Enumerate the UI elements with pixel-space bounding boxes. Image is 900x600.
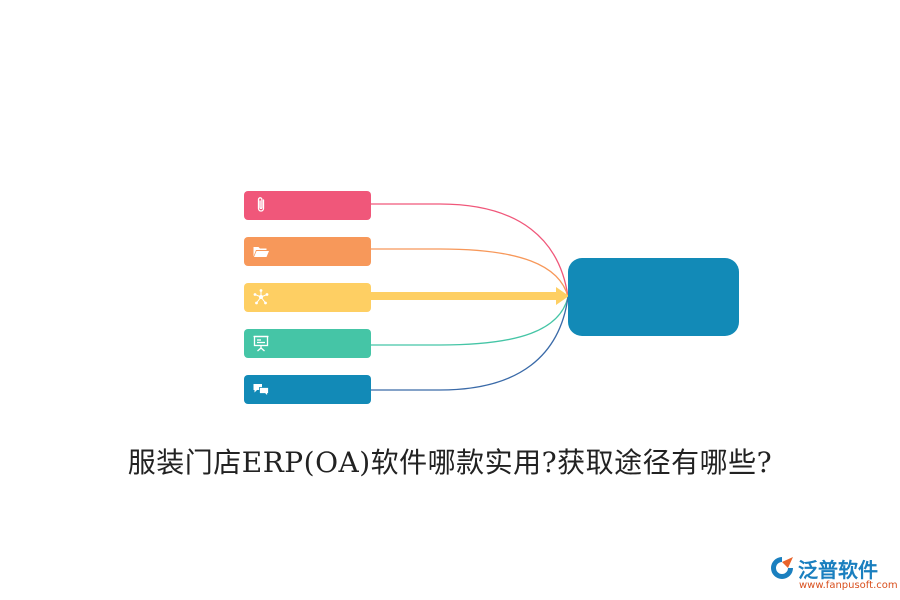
connector-line-4: [371, 296, 569, 346]
connector-line-2: [371, 248, 569, 298]
connector-line-1: [371, 203, 569, 298]
brand-logo-mark: [771, 557, 793, 579]
connector-arrow-3: [371, 287, 569, 305]
connector-line-5: [371, 296, 569, 391]
topic-node-5[interactable]: [244, 375, 371, 404]
central-topic-node[interactable]: [568, 258, 739, 336]
paperclip-icon: [257, 197, 265, 212]
topic-node-3[interactable]: [244, 283, 371, 312]
topic-node-1[interactable]: [244, 191, 371, 220]
presentation-board-icon: [253, 335, 269, 352]
folder-icon: [253, 247, 269, 257]
page-title: 服装门店ERP(OA)软件哪款实用?获取途径有哪些?: [127, 446, 773, 479]
chat-bubbles-icon: [253, 384, 269, 397]
network-icon: [253, 289, 269, 305]
brand-url: www.fanpusoft.com: [799, 580, 898, 591]
brand-name: 泛普软件: [798, 558, 878, 582]
topic-node-2[interactable]: [244, 237, 371, 266]
topic-node-4[interactable]: [244, 329, 371, 358]
brand-logo[interactable]: 泛普软件 www.fanpusoft.com: [768, 552, 898, 592]
